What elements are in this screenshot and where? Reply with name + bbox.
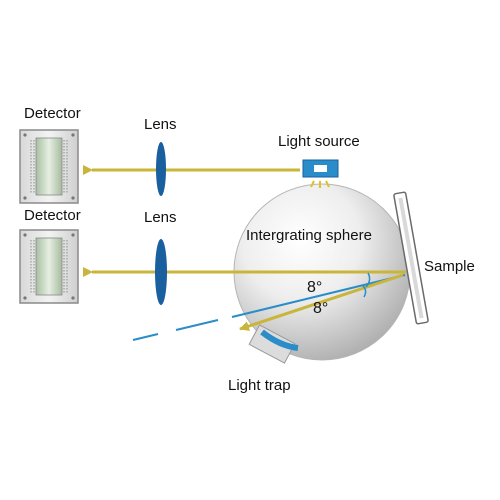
light-trap-window bbox=[260, 329, 299, 351]
lens-bottom bbox=[155, 239, 167, 305]
label-detector-top: Detector bbox=[24, 105, 81, 122]
label-light-source: Light source bbox=[278, 133, 360, 150]
lens-top bbox=[156, 142, 166, 196]
label-sphere: Intergrating sphere bbox=[246, 227, 372, 244]
label-lens-top: Lens bbox=[144, 116, 177, 133]
label-angle-lower: 8° bbox=[313, 300, 329, 317]
light-rays-icon bbox=[310, 180, 330, 188]
sample-plate bbox=[393, 191, 429, 325]
label-angle-upper: 8° bbox=[307, 279, 323, 296]
label-lens-bottom: Lens bbox=[144, 209, 177, 226]
detector-top bbox=[19, 129, 79, 204]
light-source bbox=[302, 159, 339, 188]
detector-bottom bbox=[19, 229, 79, 304]
label-light-trap: Light trap bbox=[228, 377, 291, 394]
light-trap bbox=[248, 324, 299, 364]
label-detector-bottom: Detector bbox=[24, 207, 81, 224]
angle-arc-lower bbox=[361, 284, 367, 298]
incident-beam bbox=[239, 273, 404, 331]
label-sample: Sample bbox=[424, 258, 475, 275]
angle-arc-upper bbox=[365, 272, 371, 288]
specular-dashed-line bbox=[132, 274, 406, 341]
